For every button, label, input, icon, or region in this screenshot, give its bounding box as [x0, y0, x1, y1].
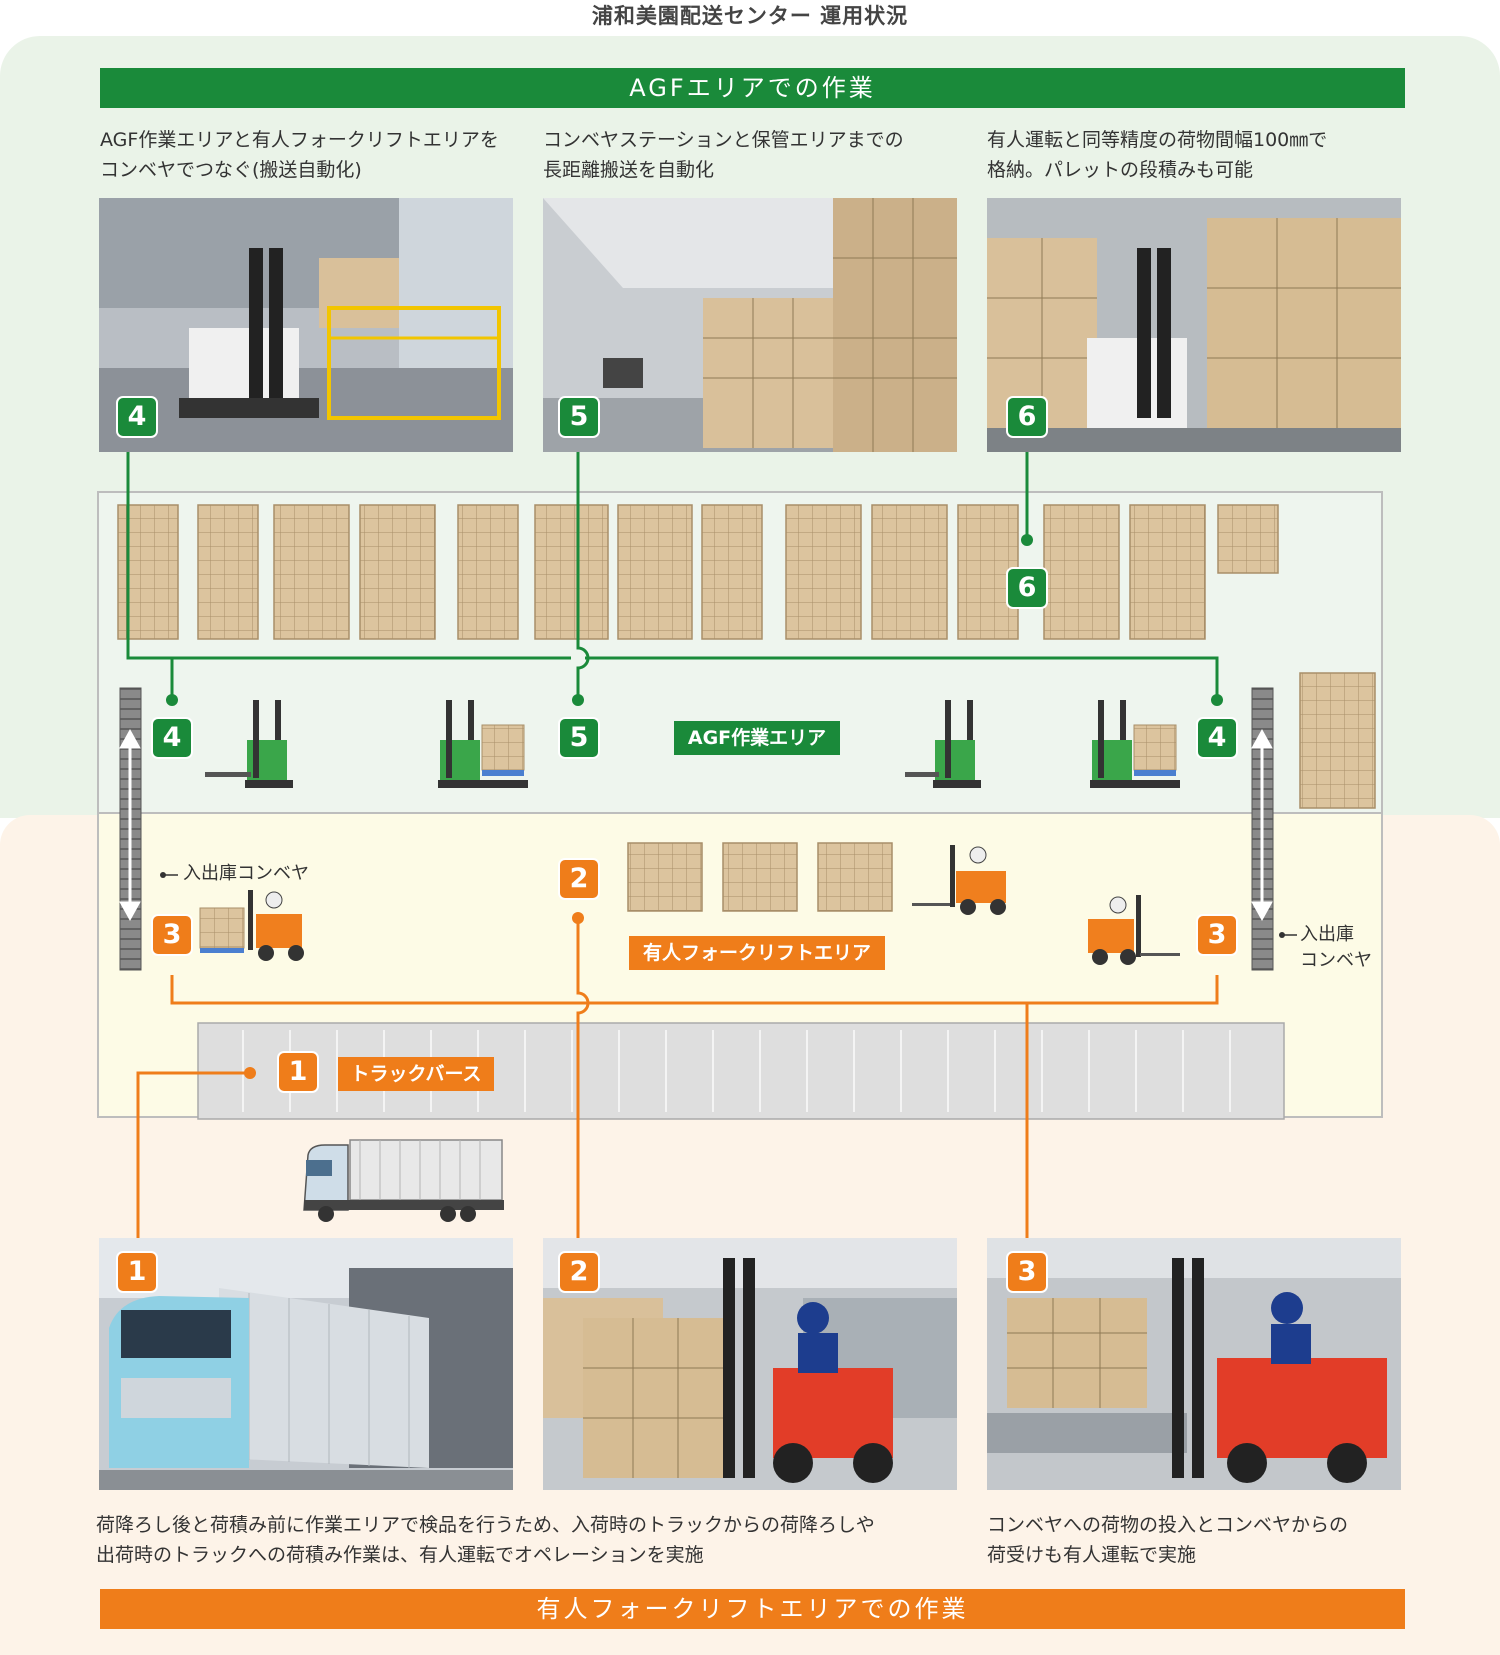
- rack: [871, 504, 948, 640]
- manned-section-band: 有人フォークリフトエリアでの作業: [100, 1589, 1405, 1629]
- conveyor-label-right-1: 入出庫: [1300, 924, 1354, 945]
- badge-6-photo: 6: [1006, 396, 1048, 438]
- manned-forklift: [912, 845, 1006, 915]
- rack: [785, 504, 862, 640]
- badge-5-photo: 5: [558, 396, 600, 438]
- agf-section-band: AGFエリアでの作業: [100, 68, 1405, 108]
- conveyors: [119, 687, 1274, 971]
- badge-1-plan: 1: [277, 1051, 319, 1093]
- agf-forklift: [205, 700, 293, 788]
- rack: [359, 504, 436, 640]
- floor-plan-divider: [97, 812, 1383, 814]
- badge-4-photo: 4: [116, 396, 158, 438]
- badge-2-plan: 2: [558, 858, 600, 900]
- pallet: [817, 842, 893, 912]
- rack: [457, 504, 519, 640]
- photo-agf-conveyor: [99, 198, 513, 452]
- page-title: 浦和美園配送センター 運用状況: [591, 4, 909, 28]
- manned-forklift: [1088, 895, 1180, 965]
- caption-steps-1-2: 荷降ろし後と荷積み前に作業エリアで検品を行うため、入荷時のトラックからの荷降ろし…: [96, 1514, 875, 1566]
- agf-area-label: AGF作業エリア: [674, 721, 840, 755]
- rack: [1299, 672, 1376, 809]
- rack: [197, 504, 259, 640]
- manned-forklift: [199, 890, 304, 961]
- manned-connector-lines: [136, 918, 1219, 1240]
- agf-connector-dots: [166, 534, 1223, 706]
- manned-forklifts: [199, 845, 1180, 965]
- badge-2-photo: 2: [558, 1251, 600, 1293]
- caption-step-5: コンベヤステーションと保管エリアまでの 長距離搬送を自動化: [543, 129, 904, 181]
- caption-step-6: 有人運転と同等精度の荷物間幅100㎜で 格納。パレットの段積みも可能: [987, 129, 1328, 181]
- rack: [701, 504, 763, 640]
- manned-area-pallets: [627, 842, 893, 912]
- conveyor-label-right-2: コンベヤ: [1300, 950, 1372, 971]
- rack: [1043, 504, 1120, 640]
- agf-forklifts: [205, 700, 1180, 788]
- rack: [1129, 504, 1206, 640]
- badge-6-plan: 6: [1006, 567, 1048, 609]
- pallet: [627, 842, 703, 912]
- photo-manned-forklift-loading: [543, 1238, 957, 1490]
- photo-agf-storage: [987, 198, 1401, 452]
- manned-area-label: 有人フォークリフトエリア: [629, 936, 885, 970]
- photo-truck-dock: [99, 1238, 513, 1490]
- conveyor-label-left: 入出庫コンベヤ: [183, 863, 309, 884]
- conveyor-label-pointers: [160, 872, 1297, 938]
- agf-forklift: [905, 700, 981, 788]
- rack: [617, 504, 693, 640]
- pallet: [722, 842, 798, 912]
- storage-racks: [117, 504, 1376, 809]
- photo-agf-long-transport: [543, 198, 957, 452]
- badge-3-plan-right: 3: [1196, 914, 1238, 956]
- caption-step-4: AGF作業エリアと有人フォークリフトエリアを コンベヤでつなぐ(搬送自動化): [100, 129, 499, 181]
- badge-3-photo: 3: [1006, 1251, 1048, 1293]
- photo-manned-forklift-conveyor: [987, 1238, 1401, 1490]
- badge-3-plan-left: 3: [151, 914, 193, 956]
- agf-forklift: [438, 700, 528, 788]
- truck-illustration: [303, 1139, 504, 1222]
- badge-1-photo: 1: [116, 1251, 158, 1293]
- rack: [534, 504, 609, 640]
- rack: [1217, 504, 1279, 574]
- manned-connector-dots: [244, 912, 584, 1079]
- agf-connector-lines: [126, 452, 1219, 698]
- rack: [273, 504, 350, 640]
- badge-4-plan-left: 4: [151, 717, 193, 759]
- badge-5-plan: 5: [558, 717, 600, 759]
- caption-step-3: コンベヤへの荷物の投入とコンベヤからの 荷受けも有人運転で実施: [987, 1514, 1349, 1566]
- badge-4-plan-right: 4: [1196, 717, 1238, 759]
- truck-berth-label: トラックバース: [338, 1057, 494, 1091]
- agf-forklift: [1090, 700, 1180, 788]
